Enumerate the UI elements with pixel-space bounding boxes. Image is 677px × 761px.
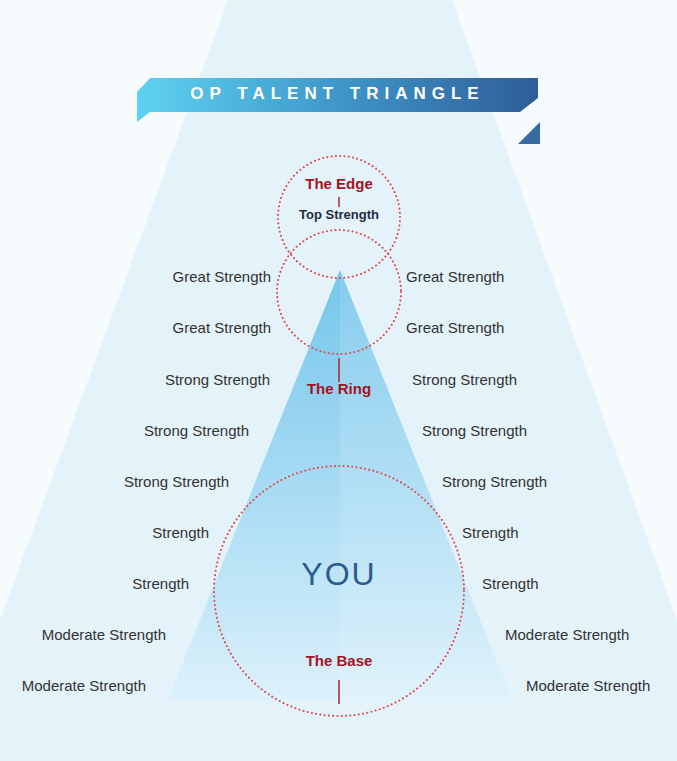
strength-label: Moderate Strength [526,677,650,695]
strength-label: Strong Strength [124,473,229,491]
you-label: YOU [173,555,505,593]
strength-label: Strong Strength [422,422,527,440]
strength-label: Moderate Strength [42,626,166,644]
strength-label: Strong Strength [165,371,270,389]
ring-tick [338,358,340,382]
title-banner [137,78,538,122]
circle-subtext: Top Strength [237,207,441,223]
ring-circle: The Ring [276,229,402,355]
banner-corner [518,122,540,144]
divider-tick [338,197,340,207]
strength-label: Great Strength [173,268,271,286]
strength-label: Strength [132,575,189,593]
strength-label: Great Strength [406,268,504,286]
dotted-outline [276,229,402,355]
strength-label: Strength [462,524,519,542]
circle-outline [277,230,401,354]
circle-heading: The Base [173,652,505,670]
strength-label: Moderate Strength [505,626,629,644]
strength-label: Strong Strength [442,473,547,491]
strength-label: Moderate Strength [22,677,146,695]
strength-label: Strong Strength [412,371,517,389]
title-text: OP TALENT TRIANGLE [137,81,538,107]
circle-heading: The Edge [237,175,441,193]
strength-label: Great Strength [173,319,271,337]
strength-label: Strength [152,524,209,542]
base-tick [338,680,340,704]
strength-label: Strong Strength [144,422,249,440]
base-circle: YOUThe Base [213,465,465,717]
edge-circle: The EdgeTop Strength [277,155,401,279]
strength-label: Great Strength [406,319,504,337]
strength-label: Strength [482,575,539,593]
